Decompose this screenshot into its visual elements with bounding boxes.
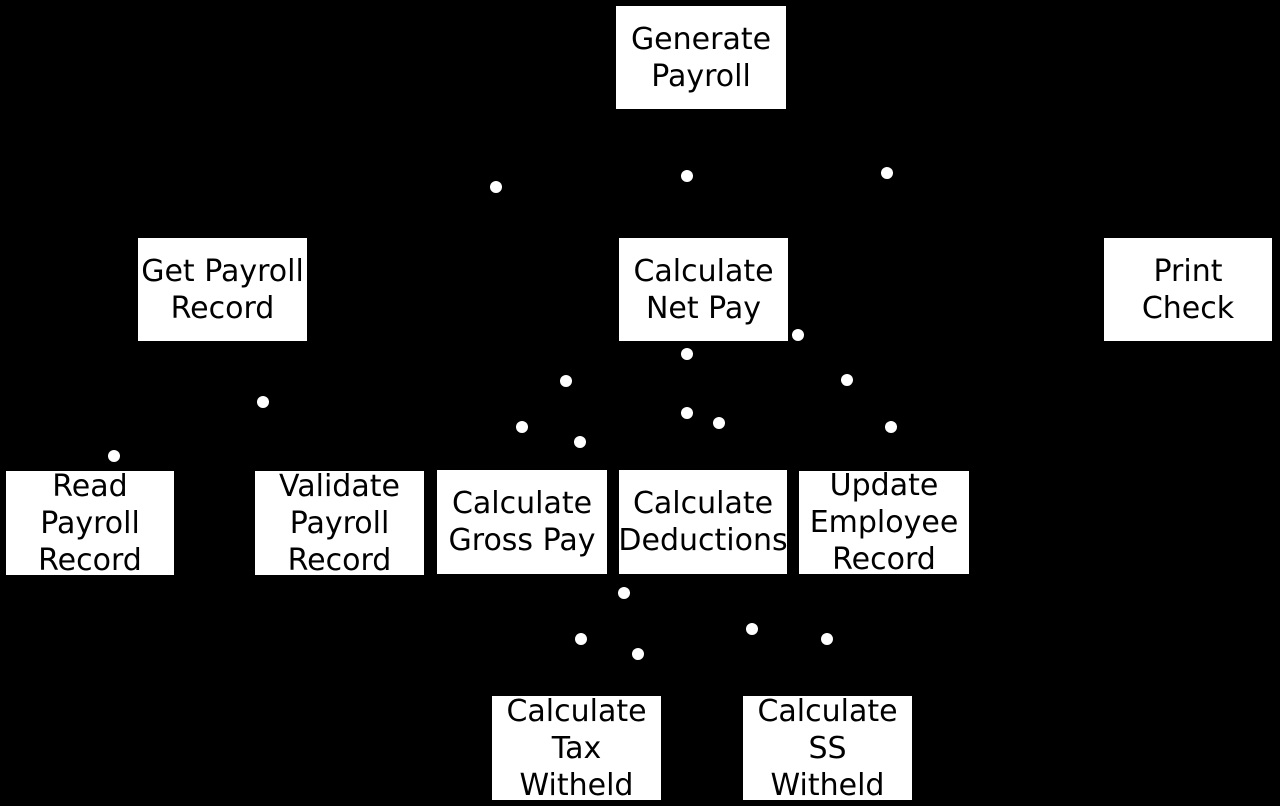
node-calculate-gross-pay-label-line: Calculate (451, 486, 593, 521)
node-validate-payroll-record-label-line: Validate (279, 470, 400, 504)
data-couple-dot (792, 329, 804, 341)
node-validate-payroll-record-label-line: Payroll (289, 505, 390, 541)
node-update-employee-record-label-line: Update (829, 470, 939, 503)
data-couple-dot (516, 421, 528, 433)
node-calculate-ss-witheld-label-line: Witheld (770, 767, 885, 801)
node-calculate-deductions-label-line: Calculate (632, 486, 774, 521)
node-calculate-deductions-label-line: Deductions (618, 523, 788, 558)
data-couple-dot (632, 648, 644, 660)
node-calculate-net-pay-label-line: Net Pay (645, 290, 762, 326)
data-couple-dot (681, 407, 693, 419)
node-calculate-tax-witheld-label-line: Calculate (506, 695, 647, 729)
data-couple-dot (575, 633, 587, 645)
node-get-payroll-record-label-line: Get Payroll (141, 253, 304, 289)
node-print-check-label-line: Check (1141, 290, 1235, 326)
data-couple-dot (560, 375, 572, 387)
node-get-payroll-record-label-line: Record (170, 290, 275, 326)
data-couple-dot (841, 374, 853, 386)
data-couple-dot (821, 633, 833, 645)
node-update-employee-record-label-line: Employee (809, 505, 959, 540)
data-couple-dot (713, 417, 725, 429)
node-generate-payroll-label-line: Generate (630, 21, 772, 57)
node-calculate-gross-pay-label-line: Gross Pay (448, 523, 596, 558)
node-calculate-tax-witheld-label-line: Tax (551, 730, 602, 766)
node-validate-payroll-record-label-line: Record (287, 542, 392, 576)
data-couple-dot (574, 436, 586, 448)
node-calculate-ss-witheld-label-line: Calculate (757, 695, 898, 729)
data-couple-dot (618, 587, 630, 599)
node-read-payroll-record-label-line: Record (38, 542, 142, 576)
node-calculate-net-pay-label-line: Calculate (633, 253, 774, 289)
node-update-employee-record-label-line: Record (832, 542, 936, 575)
data-couple-dot (681, 348, 693, 360)
node-calculate-tax-witheld-label-line: Witheld (519, 767, 634, 801)
node-read-payroll-record-label-line: Read (52, 470, 128, 504)
data-couple-dot (490, 181, 502, 193)
node-read-payroll-record-label-line: Payroll (40, 505, 140, 541)
data-couple-dot (746, 623, 758, 635)
node-generate-payroll-label-line: Payroll (651, 58, 751, 94)
data-couple-dot (257, 396, 269, 408)
data-couple-dot (881, 167, 893, 179)
node-print-check-label-line: Print (1153, 253, 1223, 289)
node-calculate-ss-witheld-label-line: SS (808, 730, 847, 766)
data-couple-dot (681, 170, 693, 182)
data-couple-dot (885, 421, 897, 433)
data-couple-dot (108, 450, 120, 462)
